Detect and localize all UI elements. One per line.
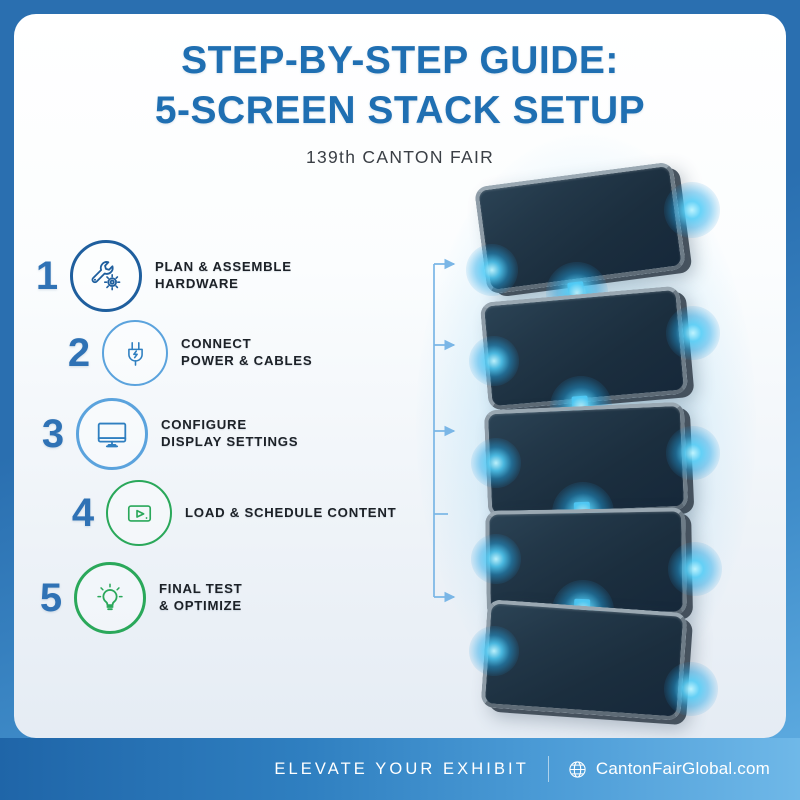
step-label-line2: HARDWARE [155,276,239,291]
step-label: CONFIGURE DISPLAY SETTINGS [161,417,298,451]
step-label-line2: POWER & CABLES [181,353,313,368]
step-number: 3 [41,411,65,456]
step-item-4[interactable]: 4 LOAD & SCHEDULE CONTENT [14,480,396,546]
globe-icon [568,760,587,779]
step-label-line2: & OPTIMIZE [159,598,242,613]
step-label: CONNECT POWER & CABLES [181,336,312,370]
step-label-line1: PLAN & ASSEMBLE [155,259,292,275]
step-number: 5 [39,575,63,620]
monitor-icon [76,398,148,470]
step-item-1[interactable]: 1 PLAN & ASSEMBLE HARDW [14,240,292,312]
content-card: STEP-BY-STEP GUIDE: 5-SCREEN STACK SETUP… [14,14,786,738]
footer-bar: ELEVATE YOUR EXHIBIT CantonFairGlobal.co… [0,738,800,800]
play-media-icon [106,480,172,546]
step-label-line1: FINAL TEST [159,581,243,597]
display-panel[interactable] [480,599,688,721]
step-label: FINAL TEST & OPTIMIZE [159,581,242,615]
power-plug-icon [102,320,168,386]
step-item-2[interactable]: 2 CONNECT POWER & CABLES [14,320,312,386]
wrench-gear-icon [70,240,142,312]
footer-tagline: ELEVATE YOUR EXHIBIT [274,759,529,778]
step-number: 4 [71,490,95,535]
step-item-5[interactable]: 5 FINAL TEST & OPTIMIZE [14,562,242,634]
footer-website-label: CantonFairGlobal.com [595,759,770,778]
footer-website[interactable]: CantonFairGlobal.com [568,759,770,779]
display-panel[interactable] [483,401,689,519]
step-label: PLAN & ASSEMBLE HARDWARE [155,259,292,293]
step-label-line1: CONNECT [181,336,252,352]
step-item-3[interactable]: 3 CONFIGURE DISPLAY SETTINGS [14,398,298,470]
page-title-line2: 5-SCREEN STACK SETUP [154,89,646,132]
header: STEP-BY-STEP GUIDE: 5-SCREEN STACK SETUP… [14,14,786,168]
page-title-line1: STEP-BY-STEP GUIDE: [181,39,619,82]
step-label-line2: DISPLAY SETTINGS [161,434,299,449]
display-panel[interactable] [473,161,687,295]
step-label-line1: LOAD & SCHEDULE CONTENT [185,504,397,520]
step-label-line1: CONFIGURE [161,417,247,433]
lightbulb-icon [74,562,146,634]
display-panel[interactable] [479,285,689,411]
step-label: LOAD & SCHEDULE CONTENT [185,505,396,522]
step-number: 2 [67,330,91,375]
step-number: 1 [35,253,59,298]
page-subtitle: 139th CANTON FAIR [305,147,495,167]
footer-divider [547,756,549,782]
